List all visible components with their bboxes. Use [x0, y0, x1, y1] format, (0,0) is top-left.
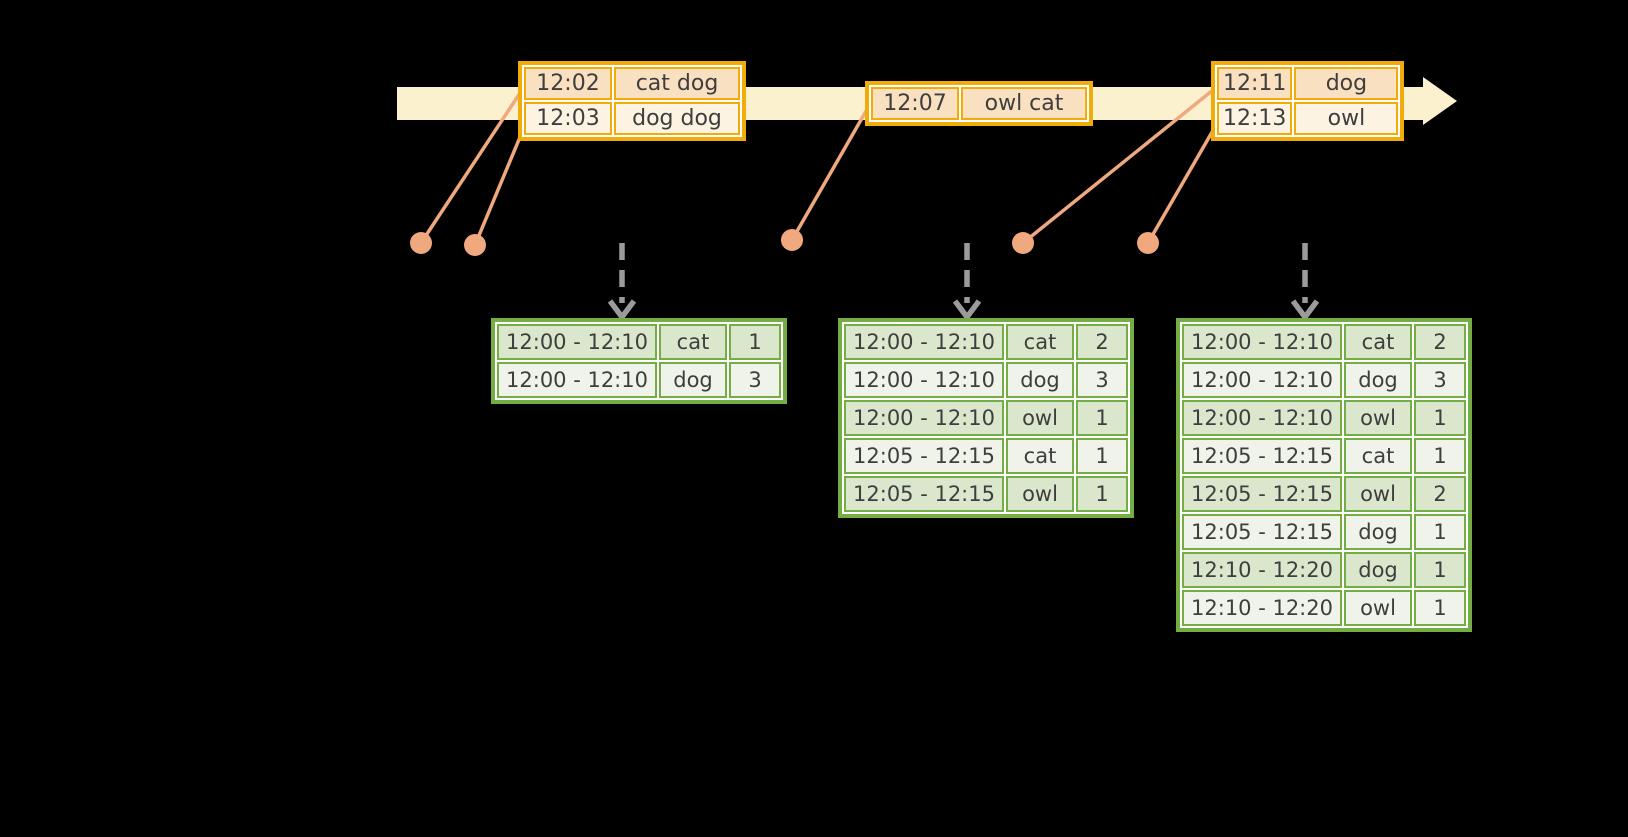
result-row: 12:00 - 12:10 owl 1: [844, 400, 1128, 436]
result-row: 12:00 - 12:10 dog 3: [844, 362, 1128, 398]
word-cell: owl: [1344, 400, 1412, 436]
word-cell: dog: [659, 362, 727, 398]
trigger-arrow-2: [952, 243, 982, 322]
event-time-cell: 12:02: [524, 67, 612, 100]
timeline-arrowhead-icon: [1423, 77, 1457, 125]
count-cell: 1: [1414, 514, 1466, 550]
event-time-cell: 12:13: [1217, 102, 1293, 135]
window-cell: 12:05 - 12:15: [1182, 476, 1342, 512]
count-cell: 1: [729, 324, 781, 360]
event-connector-3: [790, 105, 871, 241]
window-cell: 12:00 - 12:10: [1182, 400, 1342, 436]
count-cell: 1: [1414, 438, 1466, 474]
event-dot-3: [781, 229, 803, 251]
result-row: 12:05 - 12:15 cat 1: [844, 438, 1128, 474]
input-events-table-2: 12:07 owl cat: [865, 81, 1093, 126]
event-dot-5: [1137, 232, 1159, 254]
trigger-arrow-1: [607, 243, 637, 322]
event-row: 12:02 cat dog: [524, 67, 740, 100]
result-row: 12:00 - 12:10 cat 1: [497, 324, 781, 360]
window-cell: 12:05 - 12:15: [844, 476, 1004, 512]
input-events-table-3: 12:11 dog 12:13 owl: [1211, 61, 1405, 141]
result-row: 12:00 - 12:10 dog 3: [1182, 362, 1466, 398]
trigger-arrow-3: [1290, 243, 1320, 322]
event-time-cell: 12:07: [871, 87, 959, 120]
event-dot-2: [464, 234, 486, 256]
result-row: 12:05 - 12:15 owl 2: [1182, 476, 1466, 512]
event-dot-4: [1012, 232, 1034, 254]
count-cell: 3: [1076, 362, 1128, 398]
count-cell: 1: [1414, 400, 1466, 436]
word-cell: owl: [1006, 476, 1074, 512]
event-words-cell: dog: [1294, 67, 1399, 100]
event-words-cell: cat dog: [614, 67, 740, 100]
event-words-cell: owl cat: [961, 87, 1087, 120]
word-cell: dog: [1344, 552, 1412, 588]
event-time-cell: 12:03: [524, 102, 612, 135]
windowed-counts-table-3: 12:00 - 12:10 cat 2 12:00 - 12:10 dog 3 …: [1176, 318, 1472, 632]
window-cell: 12:00 - 12:10: [497, 324, 657, 360]
window-cell: 12:00 - 12:10: [844, 324, 1004, 360]
event-connector-2: [473, 129, 525, 246]
window-cell: 12:00 - 12:10: [1182, 362, 1342, 398]
event-row: 12:11 dog: [1217, 67, 1399, 100]
count-cell: 2: [1414, 476, 1466, 512]
window-cell: 12:00 - 12:10: [844, 362, 1004, 398]
event-connector-4: [1021, 88, 1215, 245]
count-cell: 1: [1076, 438, 1128, 474]
word-cell: cat: [1006, 324, 1074, 360]
result-row: 12:00 - 12:10 cat 2: [1182, 324, 1466, 360]
result-row: 12:05 - 12:15 owl 1: [844, 476, 1128, 512]
window-cell: 12:10 - 12:20: [1182, 590, 1342, 626]
window-cell: 12:05 - 12:15: [1182, 514, 1342, 550]
event-connector-1: [419, 89, 524, 244]
result-row: 12:05 - 12:15 dog 1: [1182, 514, 1466, 550]
count-cell: 2: [1076, 324, 1128, 360]
count-cell: 1: [1076, 476, 1128, 512]
count-cell: 3: [1414, 362, 1466, 398]
event-dot-1: [410, 232, 432, 254]
result-row: 12:00 - 12:10 dog 3: [497, 362, 781, 398]
word-cell: owl: [1344, 590, 1412, 626]
window-cell: 12:00 - 12:10: [497, 362, 657, 398]
count-cell: 1: [1414, 590, 1466, 626]
count-cell: 1: [1414, 552, 1466, 588]
window-cell: 12:00 - 12:10: [1182, 324, 1342, 360]
result-row: 12:00 - 12:10 cat 2: [844, 324, 1128, 360]
word-cell: cat: [1344, 324, 1412, 360]
word-cell: dog: [1344, 362, 1412, 398]
input-events-table-1: 12:02 cat dog 12:03 dog dog: [518, 61, 746, 141]
window-cell: 12:05 - 12:15: [844, 438, 1004, 474]
result-row: 12:10 - 12:20 dog 1: [1182, 552, 1466, 588]
result-row: 12:10 - 12:20 owl 1: [1182, 590, 1466, 626]
count-cell: 2: [1414, 324, 1466, 360]
word-cell: dog: [1344, 514, 1412, 550]
word-cell: owl: [1344, 476, 1412, 512]
event-row: 12:07 owl cat: [871, 87, 1087, 120]
count-cell: 1: [1076, 400, 1128, 436]
window-cell: 12:10 - 12:20: [1182, 552, 1342, 588]
word-cell: cat: [659, 324, 727, 360]
word-cell: cat: [1006, 438, 1074, 474]
word-cell: owl: [1006, 400, 1074, 436]
windowed-counts-table-2: 12:00 - 12:10 cat 2 12:00 - 12:10 dog 3 …: [838, 318, 1134, 518]
word-cell: dog: [1006, 362, 1074, 398]
result-row: 12:05 - 12:15 cat 1: [1182, 438, 1466, 474]
result-row: 12:00 - 12:10 owl 1: [1182, 400, 1466, 436]
window-cell: 12:00 - 12:10: [844, 400, 1004, 436]
count-cell: 3: [729, 362, 781, 398]
event-words-cell: owl: [1294, 102, 1399, 135]
event-time-cell: 12:11: [1217, 67, 1293, 100]
event-connector-5: [1146, 126, 1217, 244]
word-cell: cat: [1344, 438, 1412, 474]
window-cell: 12:05 - 12:15: [1182, 438, 1342, 474]
event-row: 12:13 owl: [1217, 102, 1399, 135]
event-row: 12:03 dog dog: [524, 102, 740, 135]
windowed-counts-table-1: 12:00 - 12:10 cat 1 12:00 - 12:10 dog 3: [491, 318, 787, 404]
event-words-cell: dog dog: [614, 102, 740, 135]
